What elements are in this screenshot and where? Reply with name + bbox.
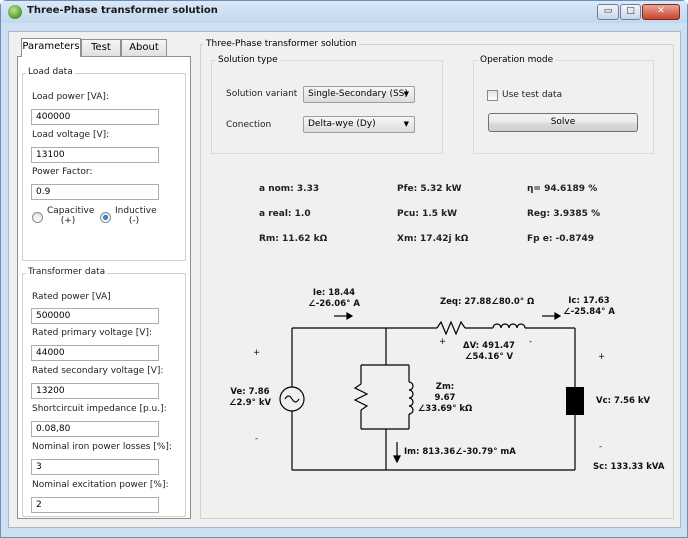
capacitive-radio[interactable] [32, 212, 43, 223]
minimize-button[interactable]: ▭ [597, 4, 619, 20]
iron-losses-label: Nominal iron power losses [%]: [32, 442, 172, 452]
shortcircuit-label: Shortcircuit impedance [p.u.]: [32, 404, 167, 414]
vc-plus-sign: + [598, 352, 606, 362]
transformer-data-group: Transformer data Rated power [VA] 500000… [22, 267, 186, 517]
close-button[interactable]: ✕ [642, 4, 680, 20]
reg-value: Reg: 3.9385 % [527, 209, 601, 219]
chevron-down-icon: ▼ [403, 90, 409, 98]
parameters-panel: Load data Load power [VA]: 400000 Load v… [17, 56, 191, 519]
operation-mode-group: Operation mode Use test data Solve [473, 55, 654, 154]
load-power-label: Load power [VA]: [32, 92, 109, 102]
chevron-down-icon: ▼ [403, 120, 409, 128]
tab-about[interactable]: About [121, 39, 167, 56]
connection-value: Delta-wye (Dy) [308, 119, 376, 129]
zm-label: Zm: 9.67 ∠33.69° kΩ [417, 382, 473, 415]
zm-angle: ∠33.69° kΩ [417, 404, 473, 414]
load-power-input[interactable]: 400000 [31, 109, 159, 125]
ie-magnitude: Ie: 18.44 [312, 288, 356, 298]
ve-magnitude: Ve: 7.86 [230, 387, 270, 397]
vc-label: Vc: 7.56 kV [596, 396, 651, 406]
ve-angle: ∠2.9° kV [228, 398, 272, 408]
client-area: Parameters Test About Load data Load pow… [8, 31, 681, 528]
rated-secondary-label: Rated secondary voltage [V]: [32, 366, 164, 376]
zeq-label: Zeq: 27.88∠80.0° Ω [440, 297, 535, 307]
tab-test[interactable]: Test [81, 39, 121, 56]
ve-plus-sign: + [253, 348, 261, 358]
rated-power-input[interactable]: 500000 [31, 308, 159, 324]
a-nom-value: a nom: 3.33 [259, 184, 320, 194]
transformer-data-title: Transformer data [26, 267, 108, 277]
ve-minus-sign: - [255, 434, 259, 444]
power-factor-label: Power Factor: [32, 167, 93, 177]
rm-value: Rm: 11.62 kΩ [259, 234, 328, 244]
ic-magnitude: Ic: 17.63 [568, 296, 610, 306]
dv-label: ΔV: 491.47 ∠54.16° V [459, 341, 519, 363]
capacitive-label: Capacitive (+) [47, 206, 95, 226]
solution-type-group: Solution type Solution variant Single-Se… [211, 55, 443, 154]
vc-minus-sign: - [599, 442, 603, 452]
rated-power-label: Rated power [VA] [32, 292, 111, 302]
load-voltage-input[interactable]: 13100 [31, 147, 159, 163]
app-globe-icon [8, 5, 22, 19]
shortcircuit-input[interactable]: 0.08,80 [31, 421, 159, 437]
variant-value: Single-Secondary (SS) [308, 89, 408, 99]
dv-angle: ∠54.16° V [464, 352, 514, 362]
dv-magnitude: ΔV: 491.47 [463, 341, 515, 351]
use-test-label: Use test data [502, 90, 563, 100]
connection-select[interactable]: Delta-wye (Dy) ▼ [303, 116, 415, 133]
window-title: Three-Phase transformer solution [27, 5, 218, 16]
im-label: Im: 813.36∠-30.79° mA [404, 447, 516, 457]
variant-label: Solution variant [226, 89, 298, 99]
zm-magnitude: 9.67 [434, 393, 456, 403]
solution-group-title: Three-Phase transformer solution [204, 39, 359, 49]
eta-value: η= 94.6189 % [527, 184, 598, 194]
ic-label: Ic: 17.63 ∠-25.84° A [554, 296, 624, 318]
a-real-value: a real: 1.0 [259, 209, 311, 219]
operation-mode-title: Operation mode [478, 55, 556, 65]
ve-label: Ve: 7.86 ∠2.9° kV [225, 387, 275, 409]
solve-button[interactable]: Solve [488, 113, 638, 132]
load-voltage-label: Load voltage [V]: [32, 130, 110, 140]
inductive-radio[interactable] [100, 212, 111, 223]
ie-angle: ∠-26.06° A [308, 299, 360, 309]
connection-label: Conection [226, 120, 272, 130]
use-test-checkbox[interactable] [487, 90, 498, 101]
xm-value: Xm: 17.42j kΩ [397, 234, 469, 244]
tab-parameters[interactable]: Parameters [21, 38, 81, 57]
dv-minus-sign: - [529, 337, 533, 347]
excitation-input[interactable]: 2 [31, 497, 159, 513]
sc-label: Sc: 133.33 kVA [593, 462, 665, 472]
load-block [566, 387, 584, 415]
solution-type-title: Solution type [216, 55, 280, 65]
variant-select[interactable]: Single-Secondary (SS) ▼ [303, 86, 415, 103]
rated-primary-label: Rated primary voltage [V]: [32, 328, 152, 338]
pfe-value: Pfe: 5.32 kW [397, 184, 462, 194]
fp-value: Fp e: -0.8749 [527, 234, 595, 244]
equivalent-circuit-diagram [279, 311, 584, 471]
rated-primary-input[interactable]: 44000 [31, 345, 159, 361]
iron-losses-input[interactable]: 3 [31, 459, 159, 475]
load-data-title: Load data [26, 67, 75, 77]
maximize-button[interactable]: □ [620, 4, 641, 20]
load-data-group: Load data Load power [VA]: 400000 Load v… [22, 67, 186, 261]
ic-angle: ∠-25.84° A [563, 307, 615, 317]
title-bar[interactable]: Three-Phase transformer solution ▭ □ ✕ [1, 1, 687, 23]
power-factor-input[interactable]: 0.9 [31, 184, 159, 200]
inductive-label: Inductive (-) [115, 206, 157, 226]
zm-title: Zm: [435, 382, 455, 392]
dv-plus-sign: + [439, 337, 447, 347]
excitation-label: Nominal excitation power [%]: [32, 480, 169, 490]
pcu-value: Pcu: 1.5 kW [397, 209, 458, 219]
ie-label: Ie: 18.44 ∠-26.06° A [299, 288, 369, 310]
rated-secondary-input[interactable]: 13200 [31, 383, 159, 399]
